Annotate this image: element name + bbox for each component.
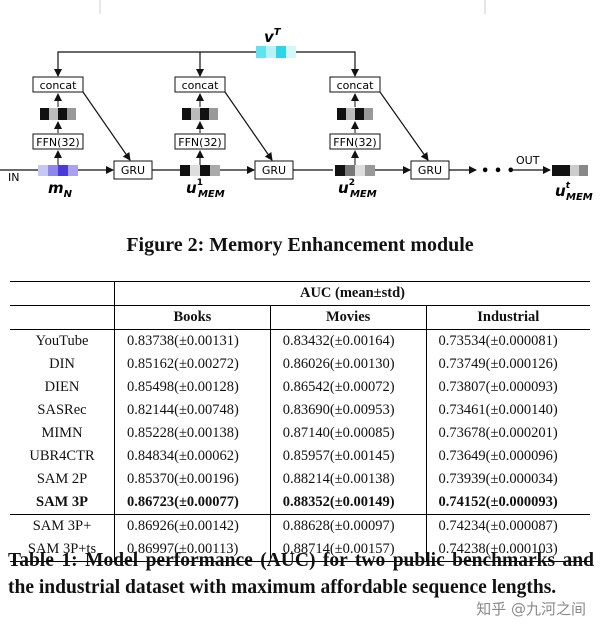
model-cell: DIN: [49, 356, 75, 372]
col-header-books: Books: [114, 305, 271, 330]
model-cell: SAM 3P+ts: [27, 541, 97, 557]
model-cell: SASRec: [37, 402, 87, 418]
table-row: SAM 3P+ts 0.86997(±0.00113)0.88714(±0.001…: [10, 538, 590, 562]
ffn-label-2: FFN(32): [178, 136, 221, 149]
ffn-label-3: FFN(32): [333, 136, 376, 149]
industrial-cell: 0.74238(±0.000103): [425, 538, 590, 562]
books-cell: 0.86926(±0.00142): [114, 514, 271, 538]
table-row: DIN 0.85162(±0.00272)0.86026(±0.00130)0.7…: [10, 353, 590, 376]
industrial-cell: 0.74152(±0.000093): [425, 491, 590, 515]
books-cell: 0.84834(±0.00062): [114, 445, 271, 468]
books-cell: 0.85370(±0.00196): [114, 468, 271, 491]
concat-box-3: [329, 76, 381, 93]
movies-cell: 0.88714(±0.00157): [269, 538, 427, 562]
books-cell: 0.85162(±0.00272): [114, 353, 271, 376]
movies-cell: 0.88628(±0.00097): [269, 514, 427, 538]
industrial-cell: 0.73534(±0.000081): [425, 329, 590, 353]
table-row: UBR4CTR 0.84834(±0.00062)0.85957(±0.00145…: [10, 445, 590, 468]
gru-label-1: GRU: [121, 164, 145, 177]
model-cell: SAM 3P+: [32, 518, 92, 534]
industrial-cell: 0.73939(±0.000034): [425, 468, 590, 491]
u1-vector: [180, 165, 220, 176]
ffn-box-2: [174, 133, 226, 150]
industrial-cell: 0.73678(±0.000201): [425, 422, 590, 445]
col-header-movies: Movies: [269, 305, 427, 330]
ut-vector: [552, 165, 588, 176]
table-row: YouTube 0.83738(±0.00131)0.83432(±0.00164…: [10, 329, 590, 353]
table-row: SAM 2P 0.85370(±0.00196)0.88214(±0.00138)…: [10, 468, 590, 491]
ellipsis: • • •: [481, 164, 515, 179]
ffn-box-1: [32, 133, 84, 150]
concat-box-1: [32, 76, 84, 93]
results-table-container: AUC (mean±std) Books Movies Industrial Y…: [10, 281, 590, 562]
table-caption: Table 1: Model performance (AUC) for two…: [8, 550, 594, 598]
table-row: DIEN 0.85498(±0.00128)0.86542(±0.00072)0.…: [10, 376, 590, 399]
books-cell: 0.86997(±0.00113): [114, 538, 271, 562]
model-cell: MIMN: [41, 425, 83, 441]
auc-group-header: AUC (mean±std): [114, 281, 590, 306]
mN-label: mN: [48, 179, 73, 200]
movies-cell: 0.86026(±0.00130): [269, 353, 427, 376]
movies-cell: 0.85957(±0.00145): [269, 445, 427, 468]
table-row: SAM 3P+ 0.86926(±0.00142)0.88628(±0.00097…: [10, 514, 590, 538]
v-vector: [256, 46, 296, 58]
hidden-vector-3: [337, 108, 373, 120]
books-cell: 0.86723(±0.00077): [114, 491, 271, 515]
books-cell: 0.85228(±0.00138): [114, 422, 271, 445]
hidden-vector-2: [182, 108, 218, 120]
concat-label-3: concat: [337, 79, 375, 92]
industrial-cell: 0.73807(±0.000093): [425, 376, 590, 399]
table-row: SASRec 0.82144(±0.00748)0.83690(±0.00953)…: [10, 399, 590, 422]
movies-cell: 0.87140(±0.00085): [269, 422, 427, 445]
hidden-vector-1: [40, 108, 76, 120]
out-label: OUT: [516, 154, 540, 167]
model-header-blank: [10, 282, 115, 306]
movies-cell: 0.83690(±0.00953): [269, 399, 427, 422]
in-label: IN: [8, 171, 19, 184]
u2-vector: [335, 165, 375, 176]
mN-vector: [38, 165, 78, 176]
col-header-industrial: Industrial: [425, 305, 590, 330]
model-cell: SAM 2P: [36, 471, 88, 487]
industrial-cell: 0.73649(±0.000096): [425, 445, 590, 468]
books-cell: 0.83738(±0.00131): [114, 329, 271, 353]
industrial-cell: 0.73461(±0.000140): [425, 399, 590, 422]
watermark: 知乎 @九河之间: [476, 600, 586, 618]
industrial-cell: 0.74234(±0.000087): [425, 514, 590, 538]
industrial-cell: 0.73749(±0.000126): [425, 353, 590, 376]
model-cell: DIEN: [44, 379, 80, 395]
movies-cell: 0.88214(±0.00138): [269, 468, 427, 491]
movies-cell: 0.83432(±0.00164): [269, 329, 427, 353]
gru-label-2: GRU: [262, 164, 286, 177]
concat-label-1: concat: [40, 79, 78, 92]
v-label: vT: [264, 27, 282, 46]
movies-cell: 0.88352(±0.00149): [269, 491, 427, 515]
gru-label-3: GRU: [418, 164, 442, 177]
ffn-label-1: FFN(32): [36, 136, 79, 149]
model-cell: UBR4CTR: [29, 448, 95, 464]
books-cell: 0.82144(±0.00748): [114, 399, 271, 422]
books-cell: 0.85498(±0.00128): [114, 376, 271, 399]
model-cell: YouTube: [35, 333, 89, 349]
table-row: MIMN 0.85228(±0.00138)0.87140(±0.00085)0.…: [10, 422, 590, 445]
ffn-box-3: [329, 133, 381, 150]
movies-cell: 0.86542(±0.00072): [269, 376, 427, 399]
concat-box-2: [174, 76, 226, 93]
concat-label-2: concat: [182, 79, 220, 92]
figure-caption: Figure 2: Memory Enhancement module: [126, 234, 474, 256]
model-cell: SAM 3P: [36, 494, 88, 510]
memory-enhancement-diagram: vT concat FFN(32) IN mN GRU concat FF: [0, 0, 593, 203]
results-table: AUC (mean±std) Books Movies Industrial Y…: [10, 281, 590, 562]
table-row: SAM 3P 0.86723(±0.00077)0.88352(±0.00149)…: [10, 491, 590, 515]
